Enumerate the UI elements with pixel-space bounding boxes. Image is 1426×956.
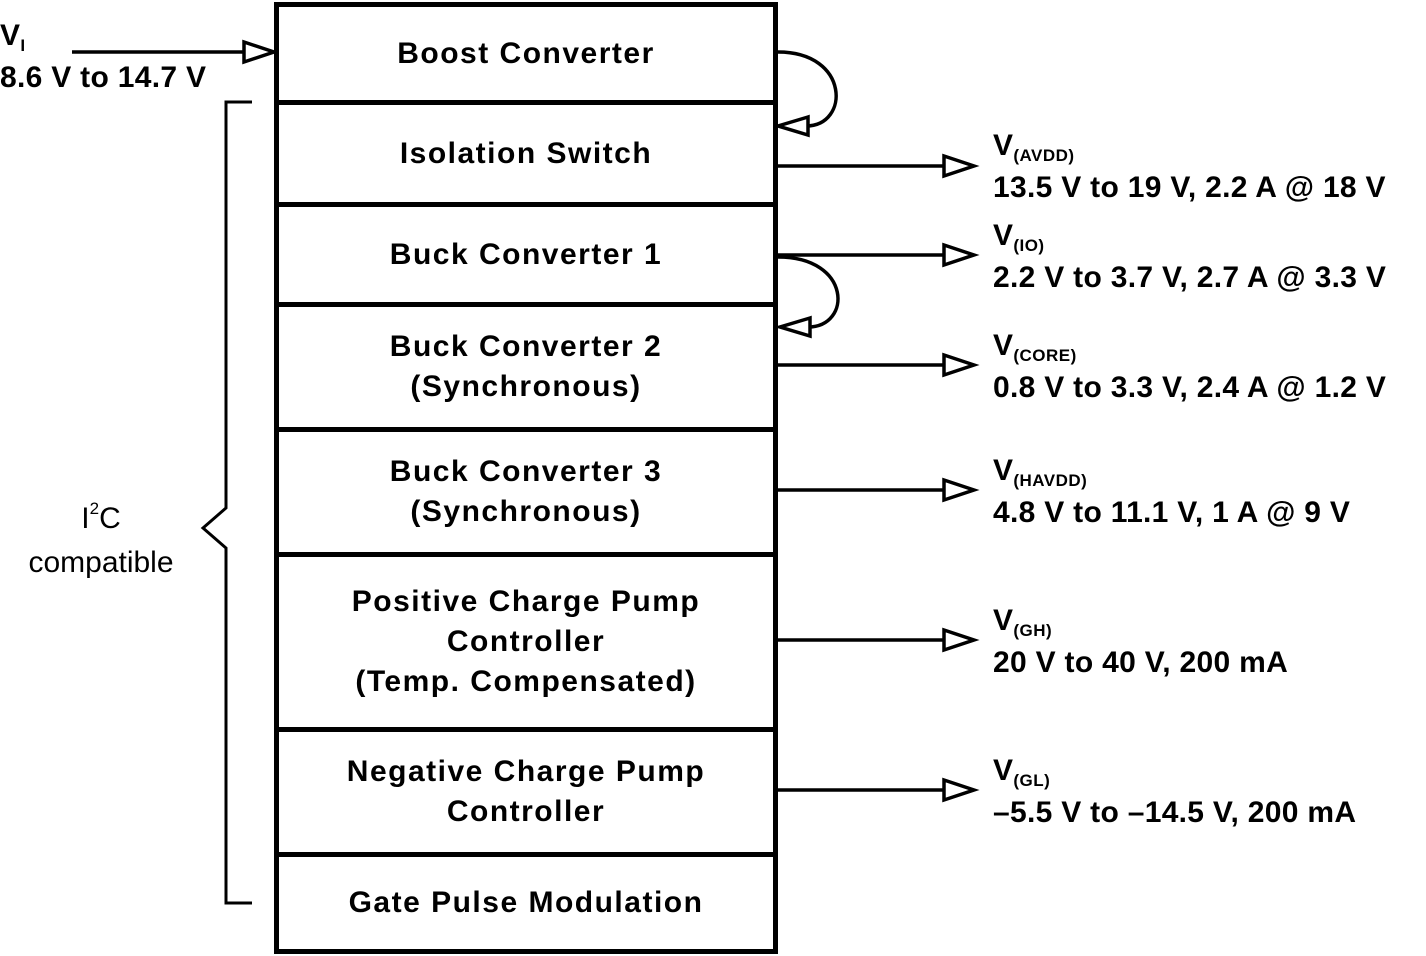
output-arrowhead-gl xyxy=(942,777,980,803)
block-label: Buck Converter 3 xyxy=(389,455,663,488)
block-stack: Boost Converter Isolation Switch Buck Co… xyxy=(274,2,778,954)
output-arrowhead-core xyxy=(942,352,980,378)
block-buck-converter-3: Buck Converter 3 (Synchronous) xyxy=(274,427,778,557)
block-label: (Synchronous) xyxy=(410,495,642,528)
output-arrowhead-avdd xyxy=(942,153,980,179)
block-label: Isolation Switch xyxy=(399,136,653,170)
input-spec: 8.6 V to 14.7 V xyxy=(0,61,207,94)
block-label: Controller xyxy=(446,625,606,658)
block-label: (Synchronous) xyxy=(410,370,642,403)
output-arrowhead-gh xyxy=(942,627,980,653)
output-spec: 13.5 V to 19 V, 2.2 A @ 18 V xyxy=(993,171,1386,204)
block-boost-converter: Boost Converter xyxy=(274,2,778,105)
output-spec: 2.2 V to 3.7 V, 2.7 A @ 3.3 V xyxy=(993,261,1387,294)
input-label: VI 8.6 V to 14.7 V xyxy=(0,20,206,94)
i2c-label: I2C compatible xyxy=(8,487,194,585)
block-label: Positive Charge Pump xyxy=(351,585,701,618)
output-label-avdd: V(AVDD) 13.5 V to 19 V, 2.2 A @ 18 V xyxy=(993,129,1386,204)
boost-to-isolation-loop xyxy=(777,50,838,128)
i2c-line-1: I2C xyxy=(81,499,121,535)
output-spec: 0.8 V to 3.3 V, 2.4 A @ 1.2 V xyxy=(993,371,1387,404)
block-label: Negative Charge Pump xyxy=(346,755,706,788)
i2c-line-2: compatible xyxy=(28,546,174,579)
block-positive-charge-pump: Positive Charge Pump Controller (Temp. C… xyxy=(274,552,778,732)
block-gate-pulse-modulation: Gate Pulse Modulation xyxy=(274,852,778,954)
i2c-bracket xyxy=(200,100,252,905)
buck1-loop-arrowhead xyxy=(773,315,812,339)
output-arrowhead-havdd xyxy=(942,477,980,503)
block-buck-converter-1: Buck Converter 1 xyxy=(274,202,778,307)
output-label-io: V(IO) 2.2 V to 3.7 V, 2.7 A @ 3.3 V xyxy=(993,219,1387,294)
block-label: Buck Converter 2 xyxy=(389,330,663,363)
block-label: (Temp. Compensated) xyxy=(355,665,697,698)
boost-loop-arrowhead xyxy=(771,114,810,138)
block-label: Controller xyxy=(446,795,606,828)
input-name: VI xyxy=(0,19,26,56)
block-negative-charge-pump: Negative Charge Pump Controller xyxy=(274,727,778,857)
buck1-to-buck2-loop xyxy=(777,255,840,329)
output-label-core: V(CORE) 0.8 V to 3.3 V, 2.4 A @ 1.2 V xyxy=(993,329,1387,404)
block-label: Gate Pulse Modulation xyxy=(348,886,704,919)
block-label: Buck Converter 1 xyxy=(389,237,663,271)
output-spec: 20 V to 40 V, 200 mA xyxy=(993,646,1289,679)
input-arrowhead xyxy=(242,39,280,65)
block-buck-converter-2: Buck Converter 2 (Synchronous) xyxy=(274,302,778,432)
output-spec: 4.8 V to 11.1 V, 1 A @ 9 V xyxy=(993,496,1351,529)
output-label-gl: V(GL) –5.5 V to –14.5 V, 200 mA xyxy=(993,754,1357,829)
output-arrowhead-io xyxy=(942,242,980,268)
output-label-gh: V(GH) 20 V to 40 V, 200 mA xyxy=(993,604,1289,679)
block-label: Boost Converter xyxy=(397,36,655,70)
block-isolation-switch: Isolation Switch xyxy=(274,100,778,207)
output-label-havdd: V(HAVDD) 4.8 V to 11.1 V, 1 A @ 9 V xyxy=(993,454,1351,529)
output-spec: –5.5 V to –14.5 V, 200 mA xyxy=(993,796,1357,829)
